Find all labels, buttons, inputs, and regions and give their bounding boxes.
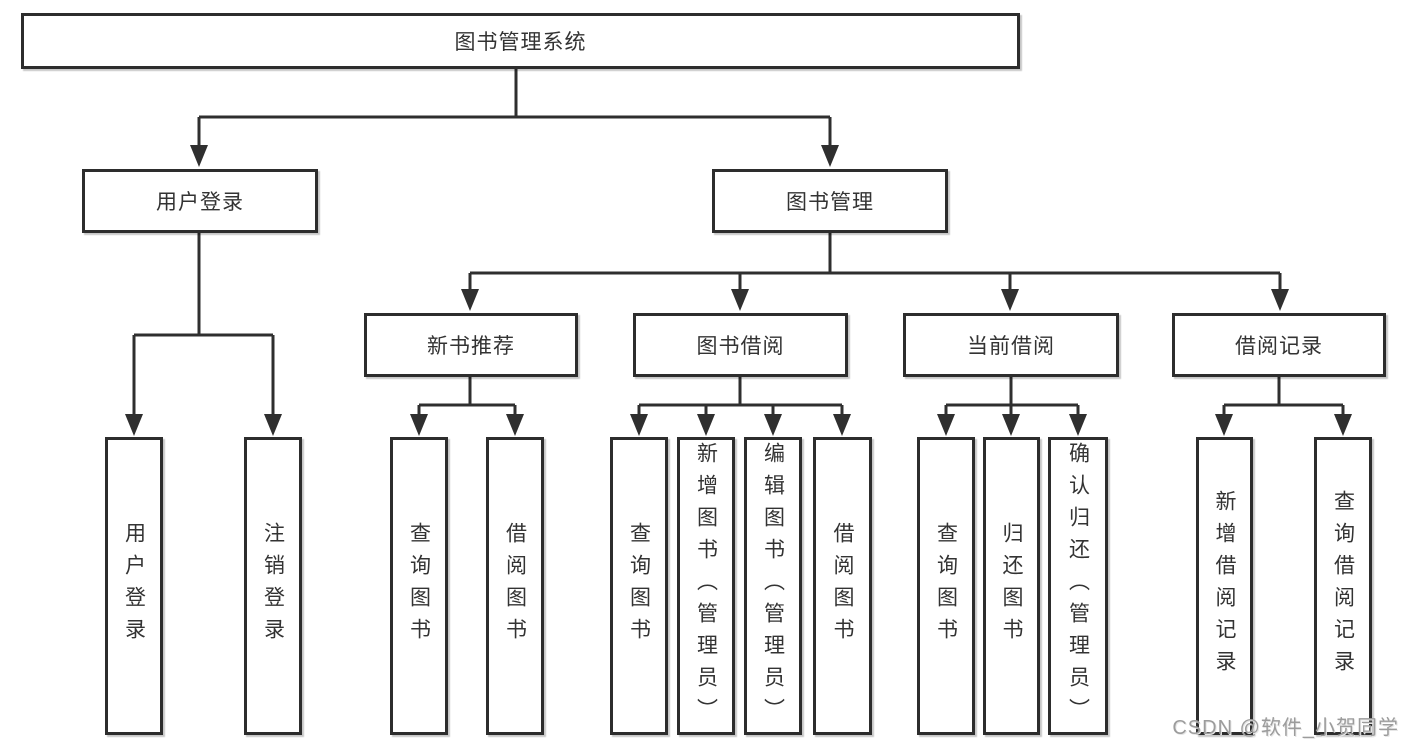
leaf-query-books-recommend-label: 查询图书 [407, 522, 431, 650]
box-library-system-label: 图书管理系统 [454, 31, 587, 54]
leaf-user-login-label: 用户登录 [122, 522, 146, 650]
leaf-confirm-return-admin: 确认归还（管理员） [1048, 437, 1108, 735]
box-borrow-records-label: 借阅记录 [1235, 335, 1323, 358]
box-book-borrowing: 图书借阅 [633, 313, 848, 377]
leaf-add-book-admin-label: 新增图书（管理员） [694, 442, 718, 730]
leaf-query-books-recommend: 查询图书 [390, 437, 448, 735]
leaf-query-books-borrowing: 查询图书 [610, 437, 668, 735]
leaf-query-books-current-label: 查询图书 [934, 522, 958, 650]
box-library-system: 图书管理系统 [21, 13, 1020, 69]
box-borrow-records: 借阅记录 [1172, 313, 1386, 377]
leaf-add-book-admin: 新增图书（管理员） [677, 437, 735, 735]
leaf-query-books-borrowing-label: 查询图书 [627, 522, 651, 650]
box-new-book-recommend: 新书推荐 [364, 313, 578, 377]
leaf-query-books-current: 查询图书 [917, 437, 975, 735]
leaf-add-borrow-record-label: 新增借阅记录 [1213, 490, 1236, 682]
leaf-borrow-books-borrowing-label: 借阅图书 [831, 522, 854, 650]
box-current-borrowing: 当前借阅 [903, 313, 1119, 377]
leaf-add-borrow-record: 新增借阅记录 [1196, 437, 1253, 735]
leaf-return-book-label: 归还图书 [1000, 522, 1023, 650]
leaf-borrow-books-recommend: 借阅图书 [486, 437, 544, 735]
leaf-user-login: 用户登录 [105, 437, 163, 735]
box-user-login: 用户登录 [82, 169, 318, 233]
leaf-query-borrow-record-label: 查询借阅记录 [1331, 490, 1355, 682]
box-user-login-label: 用户登录 [156, 191, 244, 214]
leaf-borrow-books-recommend-label: 借阅图书 [503, 522, 527, 650]
csdn-watermark: CSDN @软件_小贺同学 [1172, 717, 1399, 739]
box-book-management-label: 图书管理 [786, 191, 874, 214]
box-book-borrowing-label: 图书借阅 [696, 335, 785, 358]
leaf-query-borrow-record: 查询借阅记录 [1314, 437, 1372, 735]
leaf-return-book: 归还图书 [983, 437, 1040, 735]
leaf-borrow-books-borrowing: 借阅图书 [813, 437, 872, 735]
leaf-edit-book-admin-label: 编辑图书（管理员） [761, 442, 785, 730]
leaf-logout: 注销登录 [244, 437, 302, 735]
box-current-borrowing-label: 当前借阅 [967, 335, 1055, 358]
leaf-logout-label: 注销登录 [261, 522, 285, 650]
leaf-confirm-return-admin-label: 确认归还（管理员） [1066, 442, 1090, 730]
leaf-edit-book-admin: 编辑图书（管理员） [744, 437, 802, 735]
box-new-book-recommend-label: 新书推荐 [427, 335, 515, 358]
box-book-management: 图书管理 [712, 169, 948, 233]
